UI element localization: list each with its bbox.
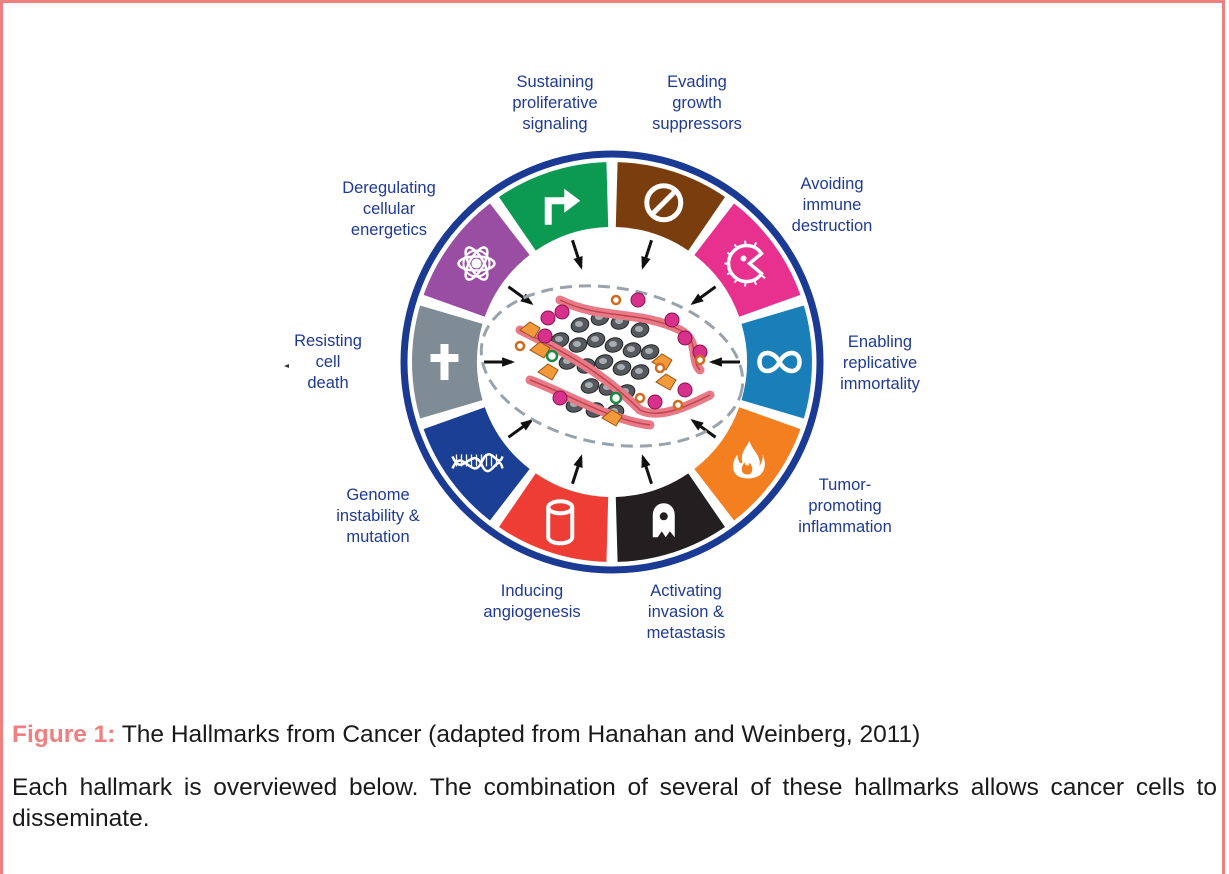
label-line: destruction [792,217,873,235]
segment-sustaining-proliferative-signaling [499,162,609,251]
ghost-icon [652,503,675,538]
label-line: Enabling [848,333,912,351]
label-sustaining-proliferative-signaling: Sustaining proliferative signaling [512,73,597,133]
label-line: inflammation [798,518,892,536]
label-avoiding-immune-destruction: Avoiding immune destruction [792,175,873,235]
label-line: Resisting [294,332,362,350]
arrow-evading-growth-suppressors [641,239,653,270]
tumor-illustration [479,284,745,448]
arrow-avoiding-immune-destruction [690,285,717,305]
infinity-icon [757,350,802,374]
label-line: promoting [808,497,881,515]
label-resisting-cell-death: Resisting cell death [294,332,362,392]
label-line: Deregulating [342,179,436,197]
label-line: angiogenesis [483,603,580,621]
label-line: proliferative [512,94,597,112]
label-line: suppressors [652,115,742,133]
label-line: Tumor- [819,476,872,494]
label-line: immortality [840,375,921,393]
arrow-tumor-promoting-inflammation [690,419,717,439]
arrow-sustaining-proliferative-signaling [571,239,583,270]
label-line: Avoiding [801,175,864,193]
hallmarks-diagram: Sustaining proliferative signaling Evading g… [284,73,921,642]
figure-caption-text: The Hallmarks from Cancer (adapted from … [115,721,921,748]
label-line: Sustaining [516,73,593,91]
dna-icon [451,452,504,473]
arrow-activating-invasion-metastasis [641,454,653,485]
prohibited-icon [644,183,684,223]
atom-icon [457,246,496,281]
ring-border [400,150,824,574]
hallmark-labels: Sustaining proliferative signaling Evading g… [294,73,921,642]
label-inducing-angiogenesis: Inducing angiogenesis [483,582,580,621]
label-line: death [307,374,348,392]
label-line: growth [672,94,722,112]
segment-avoiding-immune-destruction [694,203,801,317]
cross-icon [430,344,459,380]
label-line: metastasis [647,624,726,642]
label-line: instability & [336,507,419,525]
label-genome-instability-mutation: Genome instability & mutation [336,486,419,546]
label-activating-invasion-metastasis: Activating invasion & metastasis [647,582,726,642]
label-deregulating-cellular-energetics: Deregulating cellular energetics [342,179,436,239]
stray-mark [284,364,289,368]
tumor-boundary [479,284,745,448]
segment-evading-growth-suppressors [615,162,725,251]
segment-enabling-replicative-immortality [741,305,812,419]
label-line: Genome [346,486,409,504]
label-line: signaling [522,115,587,133]
label-line: immune [803,196,862,214]
label-line: Activating [650,582,722,600]
arrow-resisting-cell-death [484,357,515,367]
body-paragraph: Each hallmark is overviewed below. The c… [12,774,1217,832]
arrow-up-right-icon [544,188,581,225]
label-line: Evading [667,73,727,91]
flame-icon [732,440,765,479]
label-line: energetics [351,221,427,239]
figure-label: Figure 1: [12,721,116,748]
label-enabling-replicative-immortality: Enabling replicative immortality [840,333,921,393]
arrow-enabling-replicative-immortality [709,357,740,367]
label-evading-growth-suppressors: Evading growth suppressors [652,73,742,133]
label-line: mutation [346,528,409,546]
label-tumor-promoting-inflammation: Tumor-promoting inflammation [798,476,892,536]
label-line: cell [316,353,341,371]
label-line: replicative [843,354,917,372]
label-line: cellular [363,200,416,218]
segment-inducing-angiogenesis [499,473,609,562]
arrow-deregulating-cellular-energetics [507,285,534,305]
label-line: invasion & [648,603,724,621]
label-line: Inducing [501,582,563,600]
arrow-inducing-angiogenesis [571,454,583,485]
arrow-genome-instability-mutation [507,419,534,439]
figure-caption: Figure 1: The Hallmarks from Cancer (ada… [12,718,1217,752]
vessel-icon [546,499,575,546]
inward-arrows [484,239,740,485]
pacman-cell-icon [724,240,766,287]
